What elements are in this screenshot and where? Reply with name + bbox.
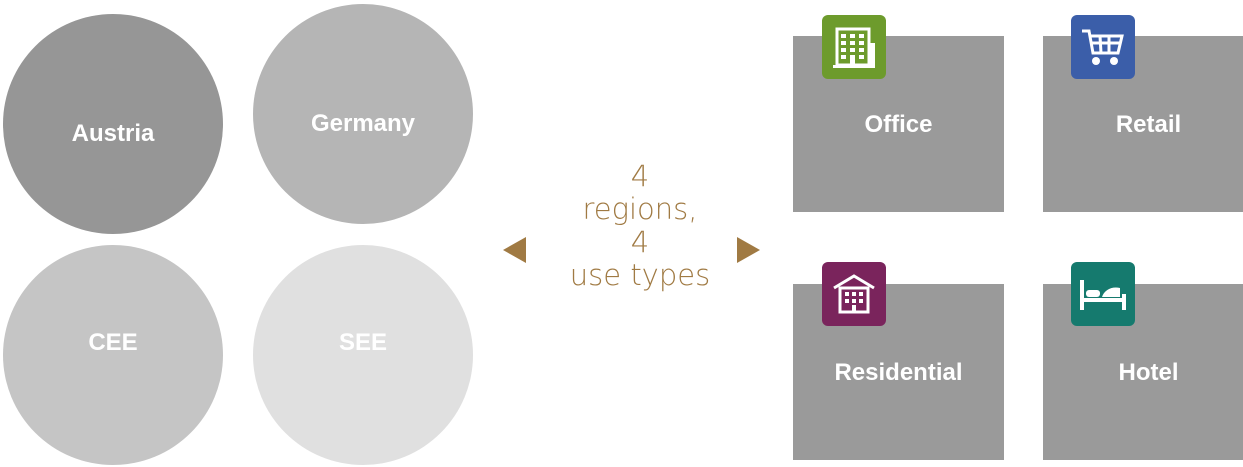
bed-icon: [1071, 262, 1135, 326]
arrow-right-icon: [737, 237, 760, 263]
summary-regions-count: 4: [630, 159, 650, 193]
region-germany: Germany: [253, 4, 473, 224]
use-type-label: Retail: [1115, 111, 1182, 138]
use-type-label: Office: [864, 111, 933, 138]
use-type-label: Residential: [834, 359, 963, 386]
arrow-left-icon: [503, 237, 526, 263]
region-label: Austria: [71, 120, 155, 147]
use-type-label: Hotel: [1118, 359, 1179, 386]
region-label: SEE: [338, 328, 388, 356]
region-austria: Austria: [3, 14, 223, 234]
summary-regions-label: regions,: [582, 192, 698, 226]
region-cee: CEE: [3, 245, 223, 465]
region-label: Germany: [310, 110, 416, 137]
summary-use-types-count: 4: [630, 225, 650, 259]
summary-use-types-label: use types: [569, 258, 711, 292]
region-see: SEE: [253, 245, 473, 465]
apartment-building-icon: [822, 262, 886, 326]
shopping-cart-icon: [1071, 15, 1135, 79]
office-building-icon: [822, 15, 886, 79]
center-summary: 4 regions, 4 use types: [540, 160, 740, 292]
region-label: CEE: [88, 328, 138, 356]
